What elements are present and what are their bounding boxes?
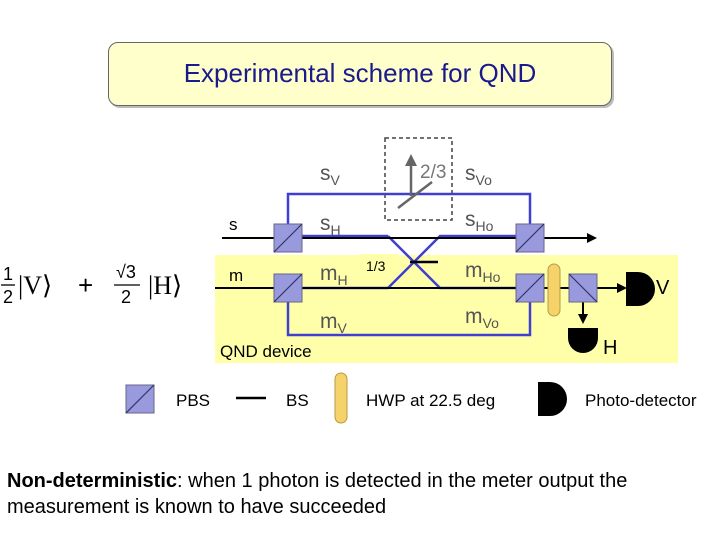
pbs-analyzer: [568, 273, 598, 303]
rail-s-label: s: [229, 215, 238, 234]
hwp: [547, 263, 561, 317]
ket-V: |V⟩: [18, 271, 52, 300]
legend-detector-label: Photo-detector: [585, 391, 697, 410]
caption-rest: : when 1 photon is detected in the meter…: [7, 470, 628, 518]
pbs-m-in: [273, 273, 303, 303]
mode-sHo: sHo: [465, 208, 494, 234]
caption-lead: Non-deterministic: [7, 470, 178, 492]
pbs-m-out: [515, 273, 545, 303]
qnd-diagram: 1 2 |V⟩ + √3 2 |H⟩ s m sV sH mH mV sVo s…: [1, 137, 697, 424]
mode-mVo: mVo: [465, 305, 499, 331]
photo-detector-V: [626, 272, 655, 306]
legend-hwp-label: HWP at 22.5 deg: [366, 391, 495, 410]
output-V-label: V: [656, 277, 670, 299]
mode-sH: sH: [320, 212, 341, 238]
bs-upper-ratio: 2/3: [420, 162, 446, 183]
beam-mV: [286, 288, 532, 337]
bs-center-label-box: [360, 254, 398, 276]
bs-upper: [397, 181, 433, 209]
mode-mV: mV: [320, 310, 348, 336]
qnd-device-area: [215, 255, 678, 363]
input-state: 1 2 |V⟩ + √3 2 |H⟩: [1, 262, 182, 307]
plus-sign: +: [78, 270, 93, 300]
pbs-s-out: [515, 223, 545, 253]
coef1-num: 1: [3, 264, 13, 284]
legend-bs-label: BS: [286, 391, 309, 410]
coef1-den: 2: [3, 287, 13, 307]
slide-title: Experimental scheme for QND: [183, 58, 537, 88]
legend-pbs-label: PBS: [176, 391, 210, 410]
mode-sV: sV: [320, 162, 341, 188]
caption: Non-deterministic: when 1 photon is dete…: [7, 468, 717, 520]
device-label: QND device: [220, 342, 312, 361]
pbs-s-in: [273, 223, 303, 253]
mode-mH: mH: [320, 262, 348, 288]
output-H-label: H: [603, 337, 617, 359]
legend-detector-icon: [538, 382, 567, 416]
legend: PBS BS HWP at 22.5 deg Photo-detector: [125, 372, 697, 424]
mode-mHo: mHo: [465, 259, 501, 285]
coef2-den: 2: [121, 287, 131, 307]
bs-center-ratio: 1/3: [366, 258, 386, 274]
coef2-num: √3: [116, 262, 136, 282]
beam-sV: [286, 192, 532, 236]
rail-m-label: m: [229, 266, 243, 285]
mode-sVo: sVo: [465, 162, 492, 188]
title-box: Experimental scheme for QND: [108, 42, 612, 106]
bs-upper-dashed-box: [384, 137, 453, 221]
photo-detector-H: [568, 328, 598, 353]
ket-H: |H⟩: [148, 271, 182, 300]
legend-hwp-icon: [334, 372, 348, 424]
legend-pbs-icon: [125, 384, 155, 414]
